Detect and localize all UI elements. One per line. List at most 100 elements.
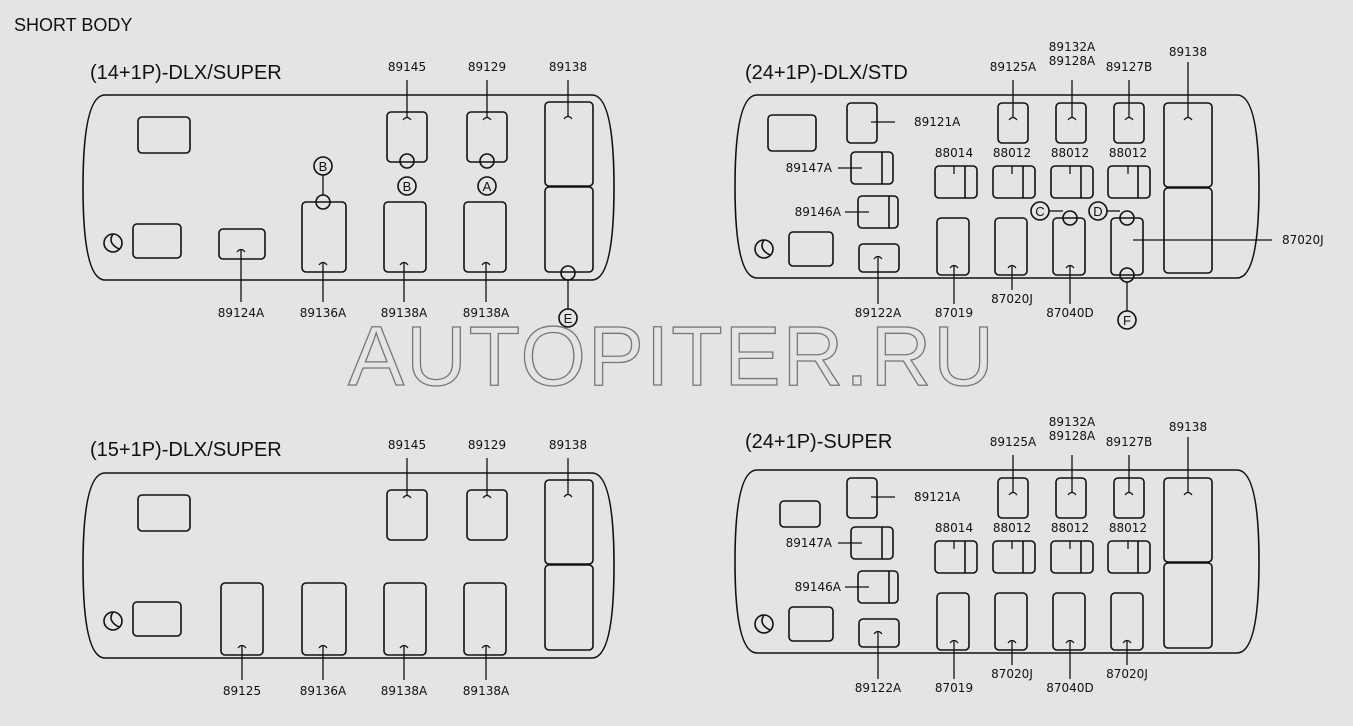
- relay-slot: [132, 601, 182, 637]
- fuse-slot: [846, 102, 878, 144]
- undefined: 89146A: [795, 580, 842, 594]
- undefined: 88012: [1109, 146, 1147, 160]
- fuse-slot: [858, 243, 900, 273]
- fuse-box-outline: [734, 94, 1260, 279]
- connector-circle: [1119, 210, 1135, 226]
- fuse-slot: [1107, 540, 1151, 574]
- fuse-slot: [544, 564, 594, 651]
- undefined: 89121A: [914, 115, 961, 129]
- undefined: 89147A: [786, 536, 833, 550]
- fuse-slot: [1052, 592, 1086, 651]
- fuse-slot: [544, 479, 594, 565]
- fuse-slot: [544, 101, 594, 187]
- relay-slot: [779, 500, 821, 528]
- undefined: 89138: [549, 438, 587, 452]
- panel-title-24p-super: (24+1P)-SUPER: [745, 431, 892, 453]
- relay-slot: [132, 223, 182, 259]
- undefined: 89138: [549, 60, 587, 74]
- undefined: 89138: [1169, 45, 1207, 59]
- fuse-slot: [466, 489, 508, 541]
- callout-letter: B: [403, 179, 412, 194]
- fuse-slot: [1110, 217, 1144, 276]
- fuse-slot: [544, 186, 594, 273]
- terminal-mark: [481, 261, 491, 266]
- fuse-slot: [1163, 187, 1213, 274]
- connector-circle: [1117, 310, 1137, 330]
- clock-icon: [110, 233, 120, 250]
- connector-circle: [313, 156, 333, 176]
- connector-circle: [477, 176, 497, 196]
- connector-circle: [103, 611, 123, 631]
- callout-letter: E: [564, 311, 573, 326]
- terminal-mark: [237, 644, 247, 649]
- connector-circle: [754, 239, 774, 259]
- connector-circle: [558, 308, 578, 328]
- relay-slot: [788, 231, 834, 267]
- clock-icon: [110, 611, 120, 628]
- terminal-mark: [1007, 639, 1017, 644]
- undefined: 87019: [935, 306, 973, 320]
- terminal-mark: [949, 639, 959, 644]
- undefined: 88012: [993, 521, 1031, 535]
- callout-letter: C: [1035, 204, 1044, 219]
- connector-circle: [754, 614, 774, 634]
- undefined: 87019: [935, 681, 973, 695]
- terminal-mark: [1007, 264, 1017, 269]
- fuse-slot: [992, 165, 1036, 199]
- connector-circle: [479, 153, 495, 169]
- undefined: 89125: [223, 684, 261, 698]
- undefined: 88014: [935, 146, 973, 160]
- fuse-slot: [463, 582, 507, 656]
- undefined: 87020J: [1282, 233, 1324, 247]
- fuse-box-outline: [82, 94, 615, 281]
- undefined: 87020J: [991, 667, 1033, 681]
- fuse-slot: [936, 217, 970, 276]
- undefined: 89132A: [1049, 415, 1096, 429]
- relay-slot: [767, 114, 817, 152]
- panel-title-24p-std: (24+1P)-DLX/STD: [745, 62, 908, 84]
- fuse-slot: [992, 540, 1036, 574]
- undefined: 87040D: [1046, 681, 1093, 695]
- panel-title-14p: (14+1P)-DLX/SUPER: [90, 62, 282, 84]
- undefined: 89146A: [795, 205, 842, 219]
- fuse-slot: [1050, 165, 1094, 199]
- terminal-mark: [318, 261, 328, 266]
- terminal-mark: [399, 644, 409, 649]
- undefined: 89138A: [381, 306, 428, 320]
- callout-letter: D: [1093, 204, 1102, 219]
- terminal-mark: [1065, 639, 1075, 644]
- undefined: 89124A: [218, 306, 265, 320]
- undefined: 89128A: [1049, 54, 1096, 68]
- undefined: 88012: [1051, 146, 1089, 160]
- undefined: 89129: [468, 60, 506, 74]
- terminal-mark: [1065, 264, 1075, 269]
- undefined: 89125A: [990, 435, 1037, 449]
- undefined: 87020J: [991, 292, 1033, 306]
- undefined: 89127B: [1106, 60, 1152, 74]
- undefined: 89122A: [855, 681, 902, 695]
- fuse-box-outline: [734, 469, 1260, 654]
- fuse-slot: [994, 592, 1028, 651]
- connector-circle: [1062, 210, 1078, 226]
- undefined: 89136A: [300, 684, 347, 698]
- undefined: 88014: [935, 521, 973, 535]
- undefined: 87020J: [1106, 667, 1148, 681]
- undefined: 89132A: [1049, 40, 1096, 54]
- connector-circle: [1088, 201, 1108, 221]
- undefined: 88012: [1051, 521, 1089, 535]
- fuse-slot: [383, 201, 427, 273]
- fuse-slot: [934, 540, 978, 574]
- connector-circle: [103, 233, 123, 253]
- fuse-box-outline: [82, 472, 615, 659]
- terminal-mark: [399, 261, 409, 266]
- connector-circle: [397, 176, 417, 196]
- fuse-slot: [1050, 540, 1094, 574]
- connector-circle: [399, 153, 415, 169]
- terminal-mark: [1122, 639, 1132, 644]
- fuse-slot: [218, 228, 266, 260]
- undefined: 89128A: [1049, 429, 1096, 443]
- undefined: 89129: [468, 438, 506, 452]
- fuse-slot: [1107, 165, 1151, 199]
- terminal-mark: [873, 630, 883, 635]
